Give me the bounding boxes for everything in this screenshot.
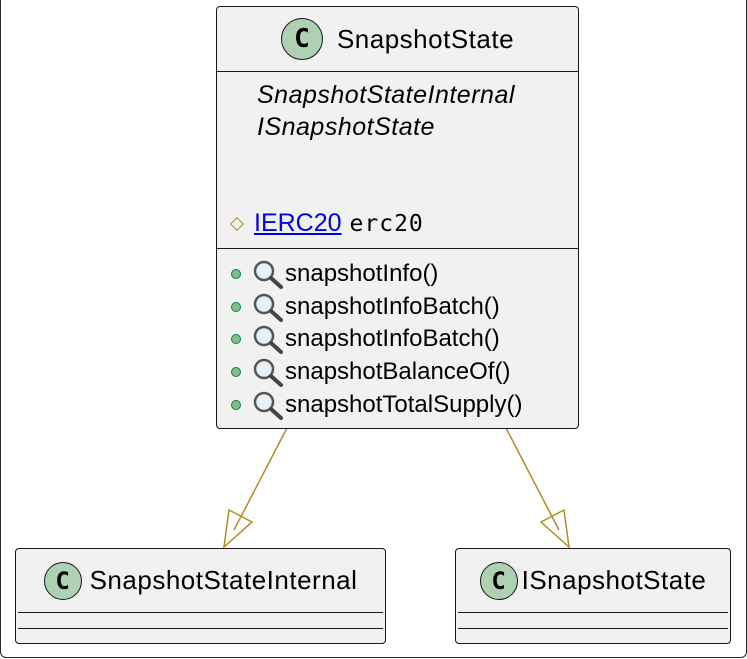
class-snapshot-state-internal[interactable]: C SnapshotStateInternal (15, 548, 386, 644)
class-header: C SnapshotState (217, 7, 578, 71)
field-type-link[interactable]: IERC20 (254, 209, 342, 237)
separator (217, 248, 578, 249)
method-item: snapshotInfoBatch() (231, 291, 522, 324)
separator (18, 612, 383, 613)
public-dot-icon (231, 334, 241, 345)
protected-diamond-icon (229, 216, 245, 231)
public-dot-icon (231, 301, 241, 312)
separator (458, 612, 728, 613)
class-name: SnapshotStateInternal (89, 565, 358, 595)
method-name: snapshotInfoBatch() (285, 292, 500, 320)
method-name: snapshotInfo() (285, 260, 439, 288)
method-name: snapshotTotalSupply() (285, 390, 523, 418)
class-header: C SnapshotStateInternal (16, 549, 385, 612)
class-isnapshot-state[interactable]: C ISnapshotState (455, 548, 731, 644)
magnifier-icon (253, 358, 283, 388)
edge-to-isnapshot-state (505, 427, 560, 531)
public-dot-icon (231, 367, 241, 378)
field-erc20: IERC20 erc20 (229, 209, 424, 238)
method-item: snapshotInfo() (231, 258, 522, 291)
class-stereotype-icon: C (43, 561, 82, 600)
separator (458, 628, 728, 629)
class-stereotype-icon: C (479, 561, 518, 600)
magnifier-icon (253, 391, 283, 420)
field-name: erc20 (349, 210, 424, 237)
magnifier-icon (253, 326, 283, 355)
separator (18, 628, 383, 629)
magnifier-icon (253, 261, 283, 290)
parent-name-1: ISnapshotState (257, 113, 435, 141)
parent-name-0: SnapshotStateInternal (257, 81, 515, 109)
public-dot-icon (231, 269, 241, 280)
method-name: snapshotBalanceOf() (285, 358, 511, 386)
class-name: ISnapshotState (521, 565, 707, 595)
method-item: snapshotInfoBatch() (231, 323, 522, 356)
class-header: C ISnapshotState (456, 549, 730, 612)
public-dot-icon (231, 399, 241, 410)
method-item: snapshotTotalSupply() (231, 388, 522, 421)
class-snapshot-state[interactable]: C SnapshotState SnapshotStateInternal IS… (216, 6, 579, 429)
class-name: SnapshotState (336, 23, 515, 54)
magnifier-icon (253, 293, 283, 322)
arrowhead-isnapshot-state (539, 508, 571, 549)
method-list: snapshotInfo() snapshotInfoBatch() snaps… (231, 258, 522, 421)
separator (217, 71, 578, 72)
method-item: snapshotBalanceOf() (231, 356, 522, 389)
method-name: snapshotInfoBatch() (285, 325, 500, 353)
class-stereotype-icon: C (280, 18, 323, 60)
arrowhead-snapshot-state-internal (222, 508, 254, 549)
edge-to-snapshot-state-internal (233, 427, 288, 531)
